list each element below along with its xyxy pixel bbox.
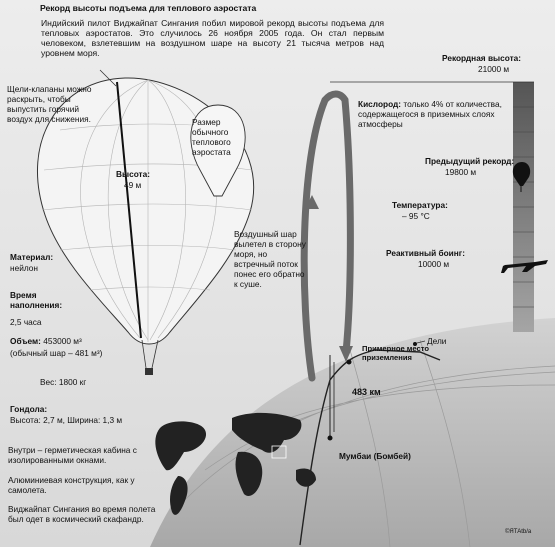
- previous-record-balloon-icon: [512, 162, 531, 192]
- earth-grid: [174, 339, 555, 547]
- mumbai-dot: [327, 435, 333, 441]
- gondola-icon: [145, 368, 153, 375]
- temperature-label: Температура:: [392, 200, 448, 210]
- material-value: нейлон: [10, 263, 38, 273]
- delhi-label: Дели: [427, 336, 447, 346]
- height-value: 49 м: [124, 180, 142, 190]
- oxygen-label: Кислород:: [358, 99, 402, 109]
- fill-time-label: Время наполнения:: [10, 290, 63, 310]
- gondola-aluminum-note: Алюминиевая конструкция, как у самолета.: [8, 475, 135, 495]
- page-title: Рекорд высоты подъема для теплового аэро…: [40, 3, 257, 13]
- oxygen-note: Кислород: только 4% от количества, содер…: [358, 99, 508, 130]
- jet-value: 10000 м: [418, 259, 450, 269]
- volume-label: Объем:: [10, 336, 41, 346]
- volume-normal: (обычный шар – 481 м³): [10, 348, 103, 358]
- weight: Вес: 1800 кг: [40, 377, 87, 387]
- distance-label: 483 км: [352, 387, 381, 397]
- delhi-dot: [413, 342, 417, 346]
- earth-globe: [150, 318, 555, 547]
- previous-record-value: 19800 м: [445, 167, 477, 177]
- landing-dot: [346, 359, 352, 365]
- mumbai-label: Мумбаи (Бомбей): [339, 451, 411, 461]
- volume-value: 453000 м³: [43, 336, 82, 346]
- gondola-dims: Высота: 2,7 м, Ширина: 1,3 м: [10, 415, 123, 425]
- height-label: Высота:: [116, 169, 150, 179]
- vents-note: Щели-клапаны можно раскрыть, чтобы выпус…: [7, 84, 92, 124]
- temperature-value: – 95 °С: [402, 211, 430, 221]
- material-label: Материал:: [10, 252, 54, 262]
- record-value: 21000 м: [478, 64, 510, 74]
- credit: ©ЯТАtb/a: [505, 529, 532, 535]
- india-coastline: [299, 349, 441, 546]
- scale-ticks: [513, 106, 534, 308]
- descent-arrow: [341, 96, 354, 356]
- fill-time-value: 2,5 часа: [10, 317, 42, 327]
- volume: Объем: 453000 м³: [10, 336, 82, 347]
- normal-balloon-outline: [190, 104, 246, 197]
- previous-record-label: Предыдущий рекорд:: [425, 156, 515, 166]
- normal-size-note: Размер обычного теплового аэростата: [192, 117, 231, 157]
- gondola-label: Гондола:: [10, 404, 48, 414]
- landing-label: Примерное место приземления: [362, 344, 430, 363]
- world-map: [155, 412, 316, 515]
- gondola-inside-note: Внутри – герметическая кабина с изолиров…: [8, 445, 137, 465]
- record-label: Рекордная высота:: [442, 53, 522, 63]
- gondola-suit-note: Виджайпат Сингания во время полета был о…: [8, 504, 156, 524]
- oxygen-text: только 4% от количества, содержащегося в…: [358, 99, 502, 129]
- jet-label: Реактивный боинг:: [386, 248, 465, 258]
- ascent-arrow: [300, 90, 349, 382]
- airplane-icon: [501, 260, 548, 273]
- drift-note: Воздушный шар вылетел в сторону моря, но…: [234, 229, 306, 289]
- intro-paragraph: Индийский пилот Виджайпат Сингания побил…: [41, 18, 384, 59]
